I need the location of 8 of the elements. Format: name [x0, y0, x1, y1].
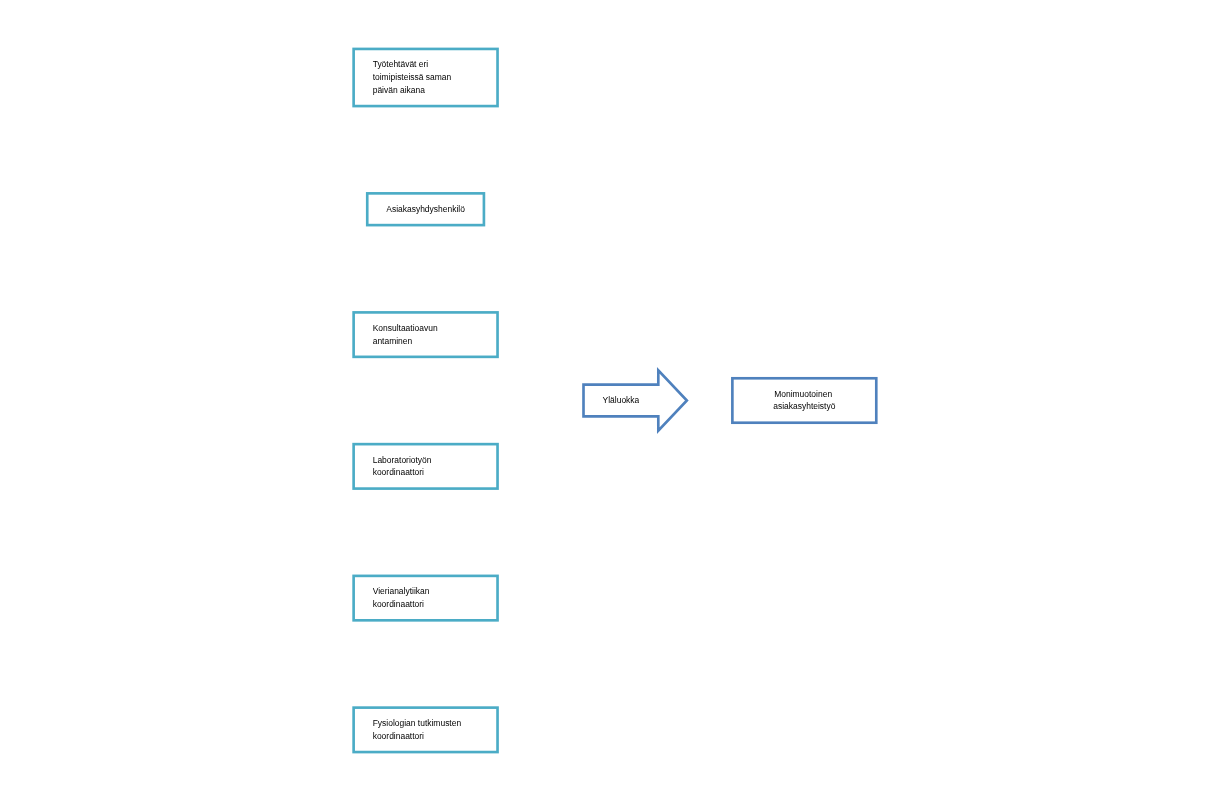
text-box: Monimuotoinen asiakasyhteistyö: [731, 376, 878, 425]
block-arrow: Yläluokka: [582, 367, 689, 434]
text-box: Asiakasyhdyshenkilö: [365, 192, 486, 227]
text-box: Laboratoriotyön koordinaattori: [352, 442, 499, 490]
text-box: Fysiologian tutkimusten koordinaattori: [352, 706, 499, 754]
text-box: Vierianalytiikan koordinaattori: [352, 574, 499, 622]
text-box: Työtehtävät eri toimipisteissä saman päivän aikana: [352, 47, 499, 108]
text-box: Konsultaatioavun antaminen: [352, 311, 499, 359]
